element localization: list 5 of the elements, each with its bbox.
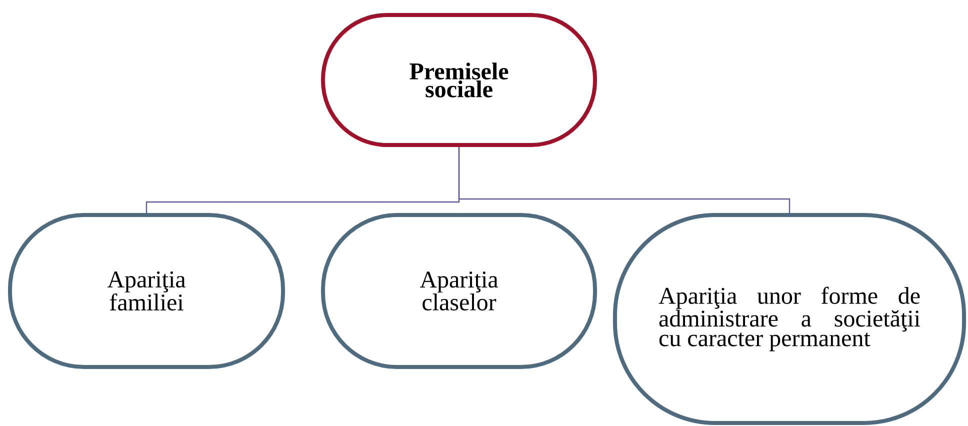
rounded-box: Apariţia familiei (8, 213, 285, 369)
rounded-box: Premisele sociale (321, 13, 597, 147)
connector (458, 147, 790, 213)
rounded-box: Apariţia claselor (321, 213, 597, 369)
rounded-box: Apariţia unor forme de administrare a societăţii cu caracter permanent (613, 213, 966, 425)
